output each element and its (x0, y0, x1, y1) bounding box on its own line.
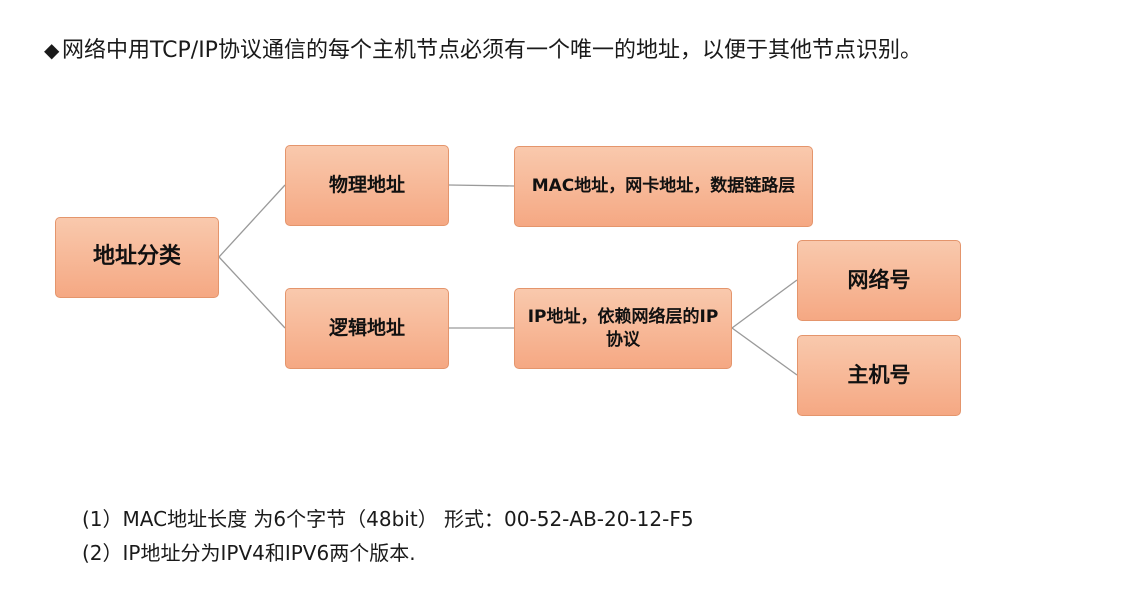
diamond-bullet-icon: ◆ (44, 38, 60, 62)
headline-text: 网络中用TCP/IP协议通信的每个主机节点必须有一个唯一的地址，以便于其他节点识… (62, 38, 922, 63)
note-mac-length: (1）MAC地址长度 为6个字节（48bit） 形式：00-52-AB-20-1… (82, 507, 694, 531)
node-mac-address: MAC地址，网卡地址，数据链路层 (514, 146, 813, 227)
connector-root-logical (218, 256, 286, 329)
connector-root-physical (218, 184, 286, 258)
notes: (1）MAC地址长度 为6个字节（48bit） 形式：00-52-AB-20-1… (82, 502, 694, 570)
node-network-id: 网络号 (797, 240, 961, 321)
node-physical-address: 物理地址 (285, 145, 449, 226)
node-logical-address: 逻辑地址 (285, 288, 449, 369)
connector-ip-host (731, 327, 798, 376)
connector-physical-mac (448, 184, 515, 187)
note-ip-versions: (2）IP地址分为IPV4和IPV6两个版本. (82, 541, 416, 565)
node-ip-address: IP地址，依赖网络层的IP协议 (514, 288, 732, 369)
node-host-id: 主机号 (797, 335, 961, 416)
headline: ◆网络中用TCP/IP协议通信的每个主机节点必须有一个唯一的地址，以便于其他节点… (44, 32, 1134, 69)
node-address-classification: 地址分类 (55, 217, 219, 298)
connector-ip-network (731, 279, 798, 329)
